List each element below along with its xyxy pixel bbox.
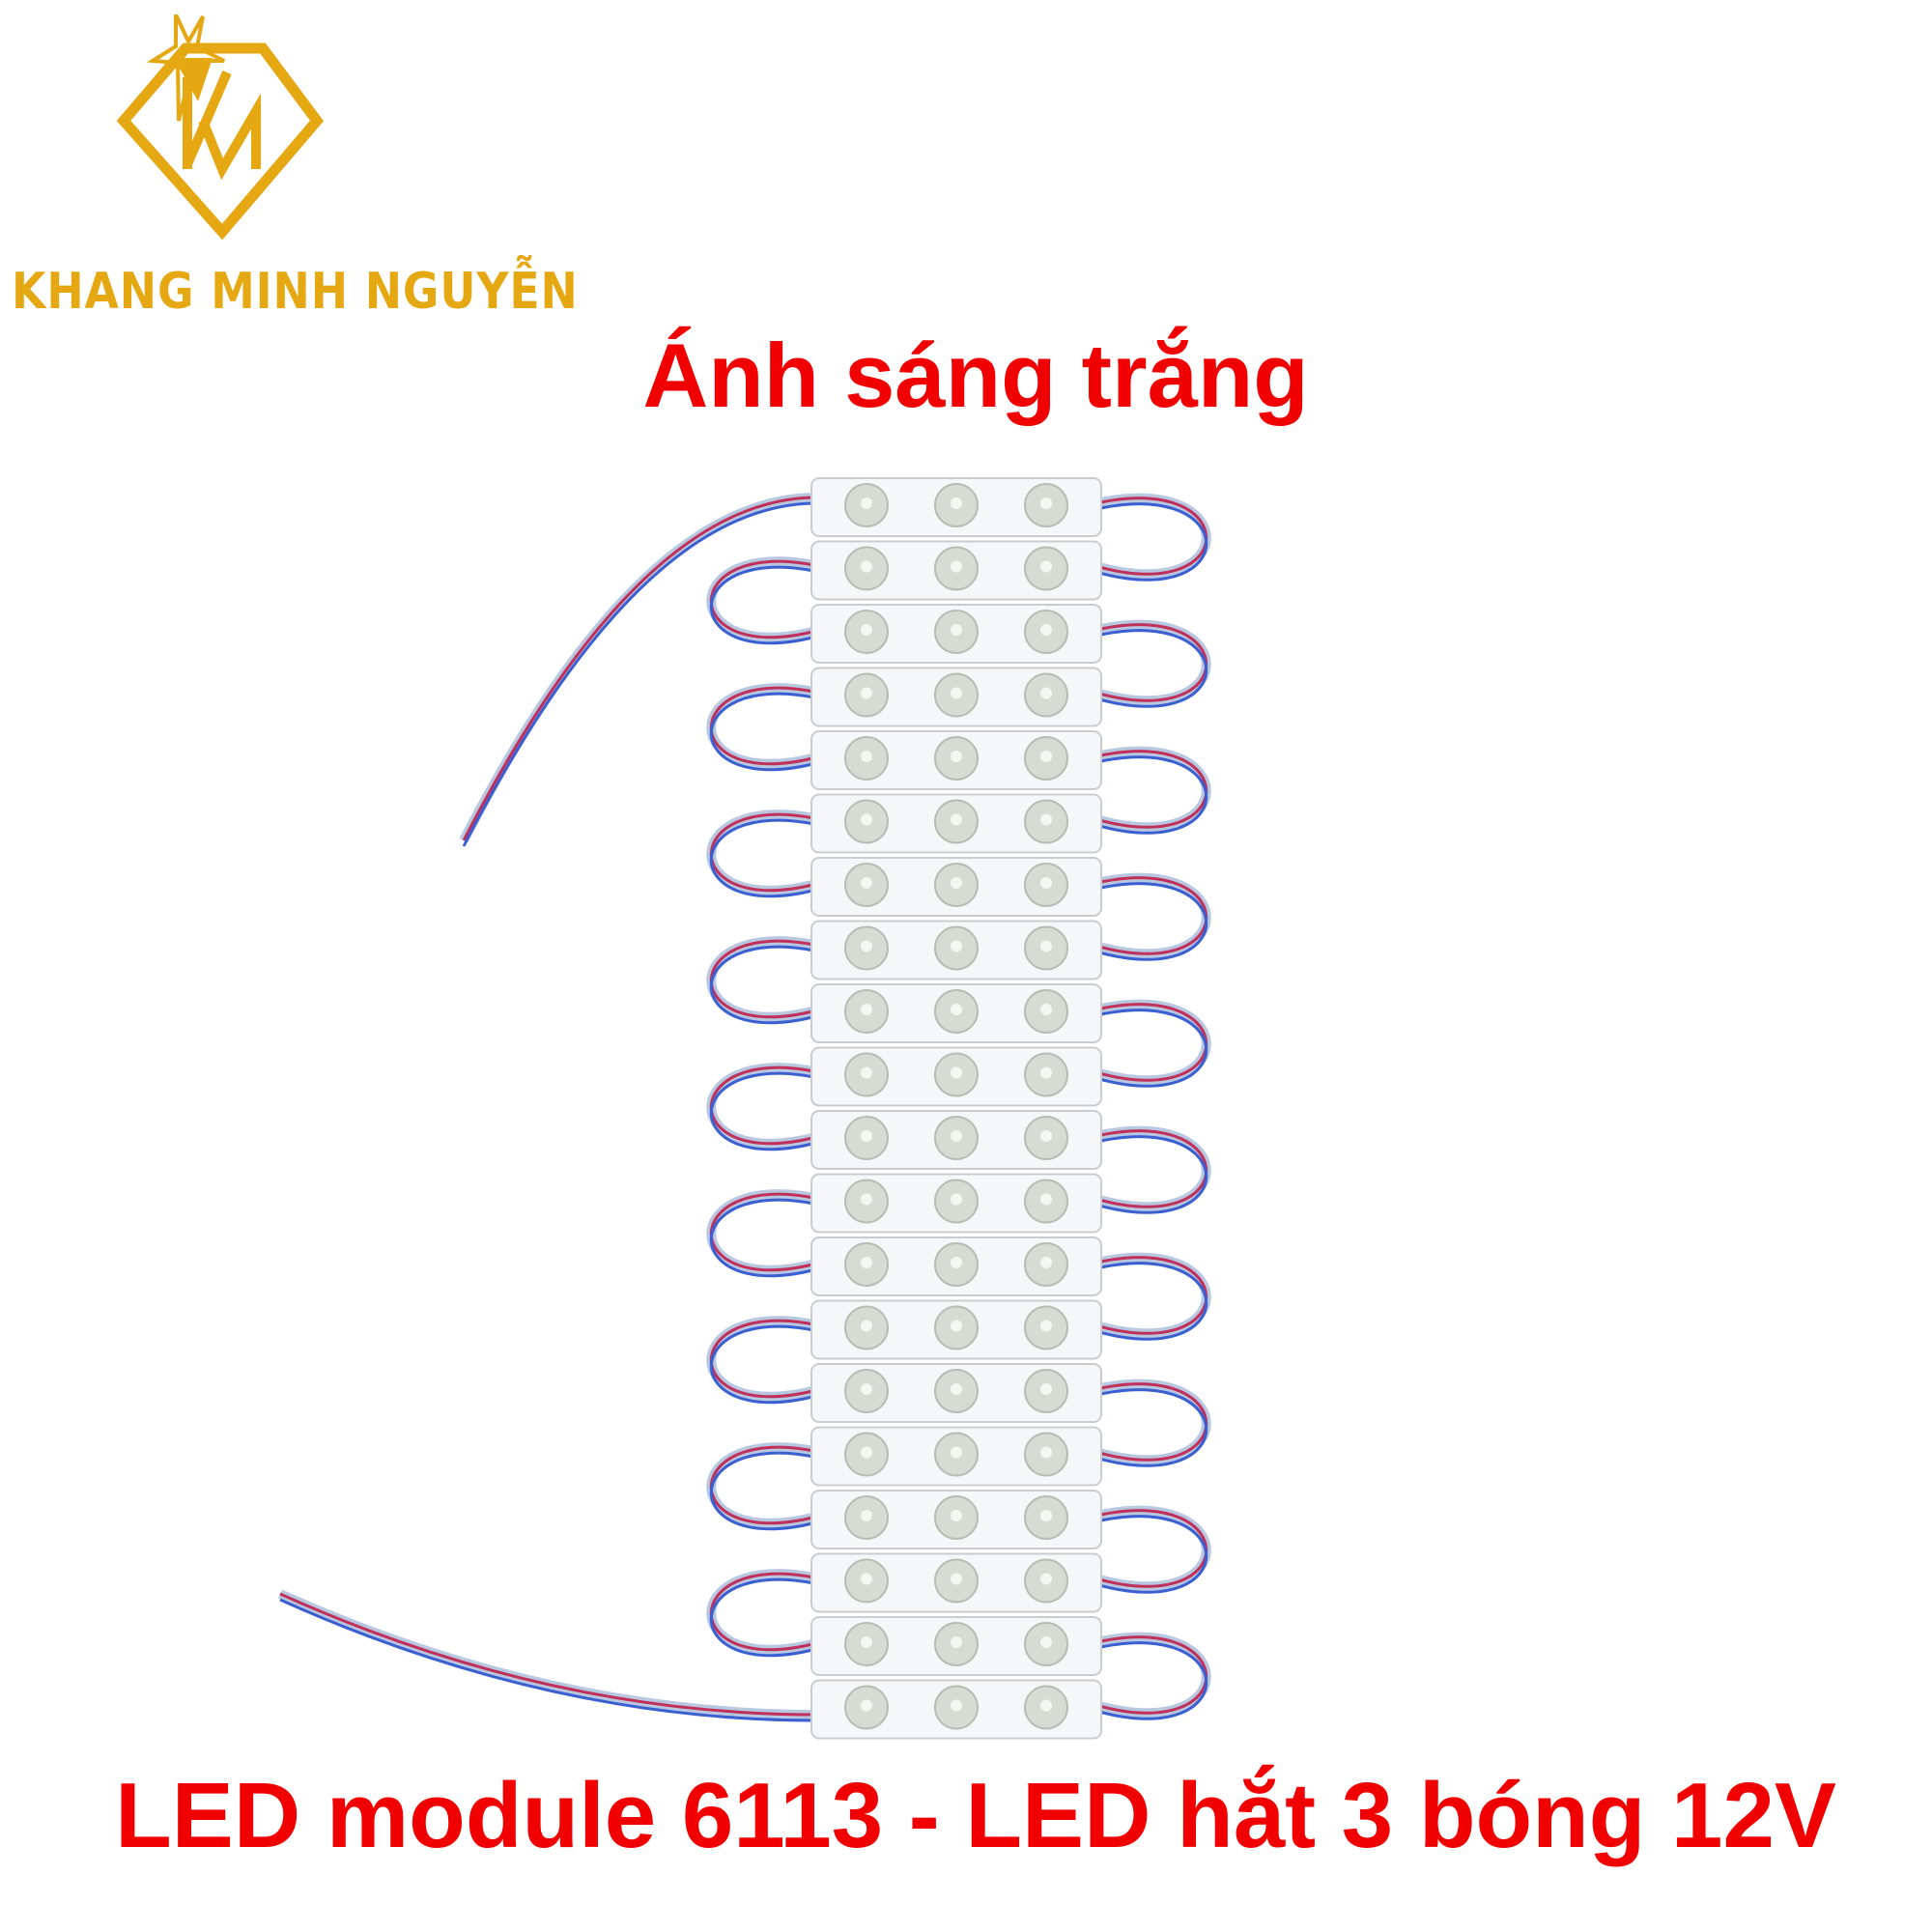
lead-wire xyxy=(277,1589,817,1719)
led-module xyxy=(810,857,1102,917)
led-module xyxy=(810,1616,1102,1676)
lead-wire xyxy=(462,496,817,841)
brand-name: KHANG MINH NGUYỄN xyxy=(12,263,579,321)
product-title: LED module 6113 - LED hắt 3 bóng 12V xyxy=(115,1764,1836,1867)
lead-wire xyxy=(279,1592,817,1717)
wire xyxy=(1100,1262,1208,1341)
led-module xyxy=(810,667,1102,727)
led-module xyxy=(810,604,1102,664)
wire xyxy=(1100,1009,1208,1088)
led-module xyxy=(810,1110,1102,1170)
wire xyxy=(1100,882,1208,961)
led-module xyxy=(810,983,1102,1043)
led-module xyxy=(810,1173,1102,1234)
wire xyxy=(1100,1515,1208,1594)
wire xyxy=(1100,1641,1208,1720)
lead-wire xyxy=(459,493,817,843)
wire xyxy=(1100,629,1208,708)
led-module xyxy=(810,730,1102,790)
wire xyxy=(1100,1388,1208,1467)
wire xyxy=(1100,755,1208,835)
led-module xyxy=(810,1490,1102,1549)
wire xyxy=(709,1198,817,1278)
wire xyxy=(709,818,817,898)
lead-wire xyxy=(279,1598,817,1722)
led-module xyxy=(810,1552,1102,1613)
led-module xyxy=(810,920,1102,980)
wire xyxy=(709,1071,817,1151)
led-module xyxy=(810,1363,1102,1423)
wire xyxy=(1100,502,1208,582)
wire xyxy=(709,1451,817,1531)
led-module xyxy=(810,477,1102,537)
wire xyxy=(709,945,817,1025)
led-module xyxy=(810,1046,1102,1107)
led-module xyxy=(810,793,1102,854)
led-module xyxy=(810,1426,1102,1487)
wire xyxy=(709,692,817,772)
led-module xyxy=(810,1299,1102,1360)
brand-logo-icon xyxy=(116,14,325,241)
led-module xyxy=(810,1236,1102,1296)
wire xyxy=(709,565,817,645)
led-module xyxy=(810,1679,1102,1740)
wire xyxy=(1100,1135,1208,1214)
title-heading: Ánh sáng trắng xyxy=(642,325,1309,426)
wire xyxy=(709,1324,817,1405)
led-module xyxy=(810,540,1102,601)
wire xyxy=(709,1577,817,1658)
lead-wire xyxy=(462,501,817,847)
